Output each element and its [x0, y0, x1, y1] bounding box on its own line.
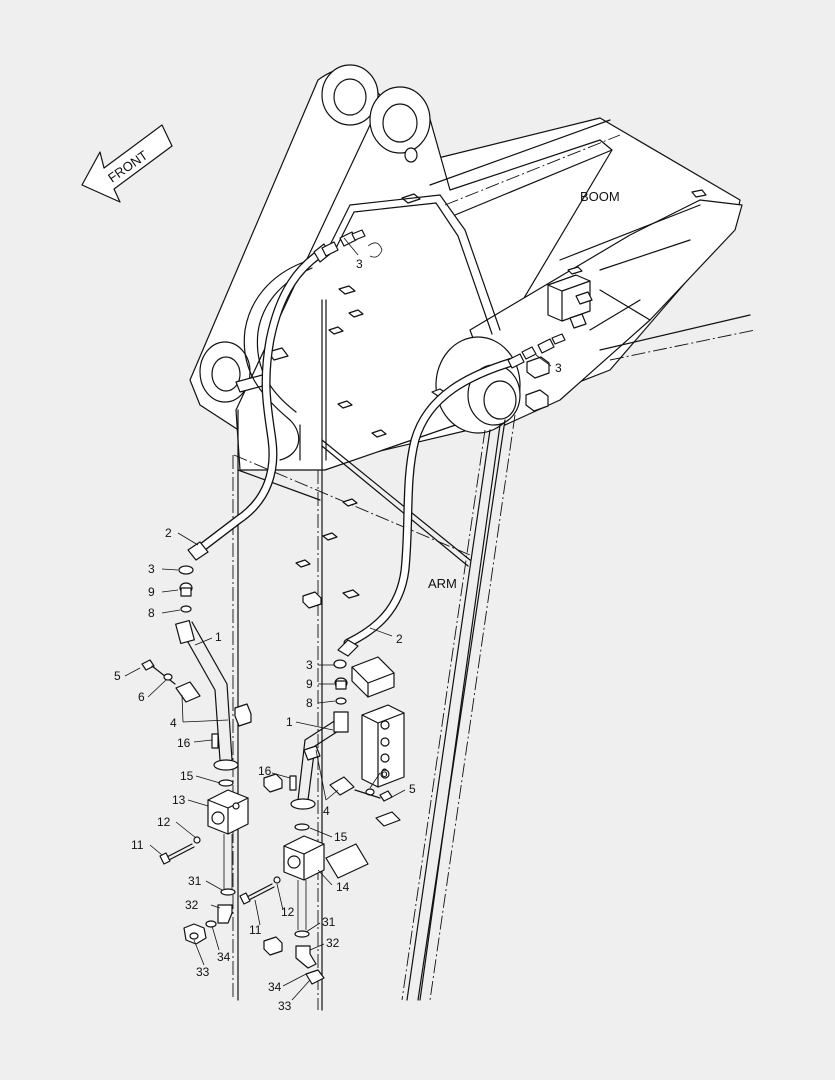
callout-12-right: 12 — [281, 905, 295, 919]
callout-14: 14 — [336, 880, 350, 894]
callout-33-left: 33 — [196, 965, 210, 979]
callout-31-right: 31 — [322, 915, 336, 929]
boom-structure — [189, 64, 743, 471]
leader-lines — [124, 237, 552, 1001]
callout-12-left: 12 — [157, 815, 171, 829]
callout-3-upper-left: 3 — [356, 257, 363, 271]
callout-3-upper-right: 3 — [555, 361, 562, 375]
callout-11-left: 11 — [131, 838, 144, 852]
callout-2-right: 2 — [396, 632, 403, 646]
arm-structure — [232, 285, 756, 1011]
callout-1-left: 1 — [215, 630, 222, 644]
hose-left — [191, 250, 323, 557]
callout-9-left: 9 — [148, 585, 155, 599]
front-direction-arrow: FRONT — [81, 124, 173, 203]
arm-label: ARM — [428, 576, 457, 591]
callout-11-right: 11 — [249, 923, 262, 937]
callout-15-left: 15 — [180, 769, 194, 783]
callout-3-left: 3 — [148, 562, 155, 576]
boom-label: BOOM — [580, 189, 620, 204]
callout-5-left: 5 — [114, 669, 121, 683]
callout-16-right: 16 — [258, 764, 272, 778]
callout-33-right: 33 — [278, 999, 292, 1013]
callout-4-right: 4 — [323, 804, 330, 818]
pipe-assembly-left — [141, 541, 252, 945]
callout-16-left: 16 — [177, 736, 191, 750]
callout-13: 13 — [172, 793, 186, 807]
callout-31-left: 31 — [188, 874, 202, 888]
callout-5-right: 5 — [409, 782, 416, 796]
pipe-assembly-right — [239, 639, 393, 985]
callout-3-right: 3 — [306, 658, 313, 672]
callout-8-right: 8 — [306, 696, 313, 710]
callout-9-right: 9 — [306, 677, 313, 691]
callout-15-right: 15 — [334, 830, 348, 844]
callout-labels: BOOM ARM 3 3 2 3 9 8 1 5 6 4 16 15 13 12… — [114, 189, 620, 1013]
callout-2-left: 2 — [165, 526, 172, 540]
callout-34-left: 34 — [217, 950, 231, 964]
callout-8-left: 8 — [148, 606, 155, 620]
hose-right — [343, 357, 517, 648]
callout-1-right: 1 — [286, 715, 293, 729]
fittings-upper — [313, 229, 566, 369]
boom-tube-upper — [329, 194, 501, 335]
callout-4-left: 4 — [170, 716, 177, 730]
callout-34-right: 34 — [268, 980, 282, 994]
callout-32-left: 32 — [185, 898, 199, 912]
callout-6-left: 6 — [138, 690, 145, 704]
callout-6-right: 6 — [381, 766, 388, 780]
callout-32-right: 32 — [326, 936, 340, 950]
